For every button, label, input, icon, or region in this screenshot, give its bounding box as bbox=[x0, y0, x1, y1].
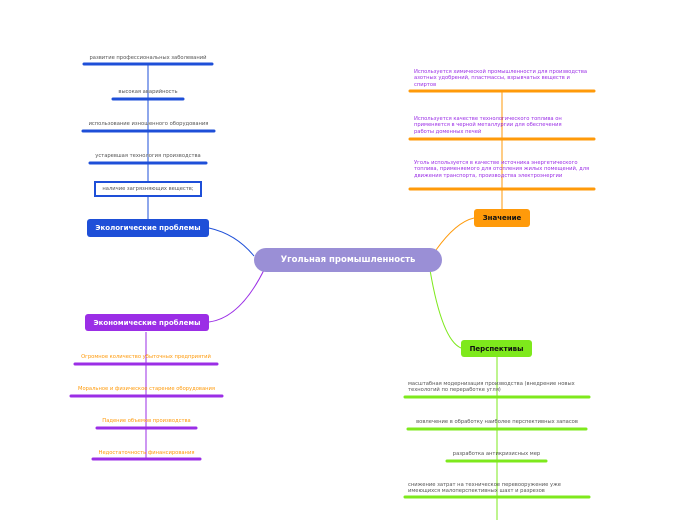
meaning-item-2[interactable]: Используется качестве технологического т… bbox=[414, 116, 562, 135]
connector-central-meaning bbox=[435, 217, 475, 251]
economy-item-3[interactable]: Падение объемов производства bbox=[102, 418, 191, 424]
meaning-item-1[interactable]: Используется химической промышленности д… bbox=[414, 69, 588, 88]
prospects-item-4[interactable]: снижение затрат на техническое перевоору… bbox=[408, 482, 561, 495]
ecology-item-3[interactable]: использование изношенного оборудования bbox=[88, 121, 209, 127]
topic-economy[interactable]: Экономические проблемы bbox=[85, 314, 209, 331]
ecology-item-1[interactable]: развитие профессиональных заболеваний bbox=[89, 55, 207, 61]
connector-central-economy bbox=[208, 269, 265, 323]
economy-underlines bbox=[69, 362, 224, 461]
meaning-item-3[interactable]: Уголь используется в качестве источника … bbox=[414, 160, 590, 179]
ecology-item-4[interactable]: устаревшая технология производства bbox=[95, 153, 201, 159]
prospects-item-3[interactable]: разработка антикризисных мер bbox=[452, 451, 541, 457]
economy-item-2[interactable]: Моральное и физическое старение оборудов… bbox=[77, 386, 216, 392]
topic-prospects[interactable]: Перспективы bbox=[461, 340, 532, 357]
economy-item-4[interactable]: Недостаточность финансирования bbox=[98, 450, 195, 456]
central-topic[interactable]: Угольная промышленность bbox=[254, 248, 442, 272]
economy-connectors bbox=[145, 269, 265, 459]
connector-central-ecology bbox=[208, 227, 255, 257]
prospects-item-2[interactable]: вовлечение в обработку наиболее перспект… bbox=[416, 419, 578, 425]
topic-ecology[interactable]: Экологические проблемы bbox=[87, 219, 209, 237]
ecology-underlines bbox=[81, 62, 216, 165]
ecology-item-5[interactable]: наличие загрязняющих веществ; bbox=[94, 181, 202, 197]
ecology-item-2[interactable]: высокая аварийность bbox=[118, 89, 178, 95]
connector-central-prospects bbox=[429, 269, 462, 349]
economy-item-1[interactable]: Огромное количество убыточных предприяти… bbox=[81, 354, 211, 360]
prospects-item-1[interactable]: масштабная модернизация производства (вн… bbox=[408, 381, 575, 394]
topic-meaning[interactable]: Значение bbox=[474, 209, 530, 227]
